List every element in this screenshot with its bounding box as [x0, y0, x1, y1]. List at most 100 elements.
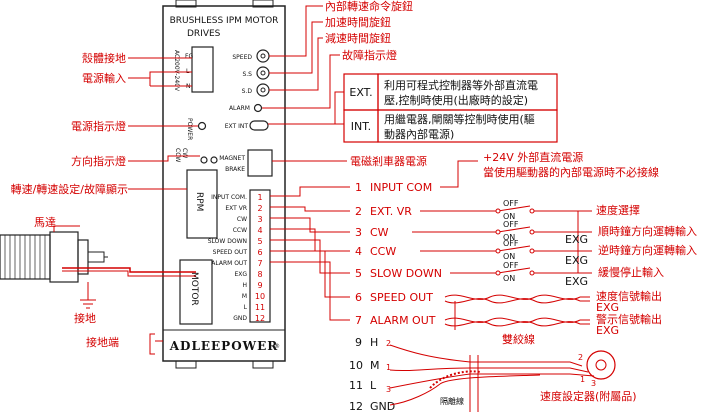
- callout-decel-knob: 減速時間旋鈕: [325, 31, 391, 45]
- exg-label: EXG: [565, 275, 588, 288]
- mode-boxes: [343, 73, 558, 143]
- motor-callout-line: [53, 225, 80, 232]
- io-terminal-numbers: 1 2 3 4 5 6 7 8 9 10 11 12: [255, 193, 265, 323]
- io-row-num: 2: [355, 205, 362, 218]
- speed-setter-label: 速度設定器(附屬品): [540, 389, 637, 403]
- alarm-led: [253, 103, 263, 113]
- ccw-label: CCW: [174, 148, 181, 162]
- terminal-number: 12: [255, 314, 265, 323]
- wire: [270, 239, 350, 274]
- switch-labels: OFF ON OFF ON OFF ON OFF ON: [503, 199, 519, 283]
- leader-line: [128, 155, 200, 162]
- wire: [270, 206, 350, 212]
- brand-logo: ADLEEPOWER: [169, 339, 279, 353]
- terminal-label: L: [244, 304, 248, 311]
- shield-wire-label: 隔離線: [440, 396, 464, 406]
- io-row-num: 6: [355, 291, 362, 304]
- speed-setter-pot: [586, 350, 616, 380]
- terminal-number: 1: [257, 193, 262, 202]
- io-wires: [270, 160, 478, 321]
- int-desc-line2: 動器內部電源): [384, 127, 454, 141]
- wire: [440, 160, 478, 188]
- fg-label: FG: [185, 53, 193, 60]
- terminal-number: 6: [257, 248, 262, 257]
- on-label: ON: [503, 274, 515, 283]
- wire-pin: 1: [386, 363, 391, 372]
- brake-connector: [247, 149, 273, 177]
- motor-cable-2: [62, 270, 196, 277]
- drive-unit: [162, 0, 286, 369]
- io-row-num: 12: [349, 400, 363, 412]
- shield-wire: [429, 370, 481, 389]
- io-row-num: 7: [355, 314, 362, 327]
- io-row-label: L: [370, 379, 377, 392]
- wire-pin-labels: 2 1 3: [386, 339, 391, 394]
- ccw-run-label: 逆時鐘方向運轉輸入: [598, 243, 697, 257]
- exg-label: EXG: [565, 254, 588, 267]
- off-label: OFF: [503, 239, 519, 248]
- wire: [270, 217, 350, 233]
- drive-title: BRUSHLESS IPM MOTOR: [170, 16, 279, 26]
- callout-chassis-ground: 殼體接地: [82, 52, 126, 65]
- on-label: ON: [503, 252, 515, 261]
- motor-connector: [179, 259, 213, 325]
- io-row-label: H: [370, 336, 378, 349]
- slow-stop-label: 緩慢停止輸入: [598, 265, 664, 279]
- terminal-number: 5: [257, 237, 262, 246]
- switch-contacts: [495, 208, 535, 276]
- io-row-num: 4: [355, 245, 362, 258]
- callout-internal-speed-knob: 內部轉速命令旋鈕: [325, 0, 413, 13]
- callout-fault-indicator: 故障指示燈: [342, 48, 397, 62]
- speed-knob[interactable]: [256, 49, 270, 63]
- io-row-label: SPEED OUT: [370, 291, 433, 304]
- ext-int-switch[interactable]: [249, 120, 269, 131]
- wire-pin: 2: [386, 339, 391, 348]
- terminal-number: 10: [255, 292, 265, 301]
- speed-setter-wires: [389, 344, 595, 412]
- rpm-display: [186, 169, 218, 239]
- terminal-number: 4: [257, 226, 262, 235]
- decel-knob[interactable]: [256, 83, 270, 97]
- io-row-num: 9: [355, 336, 362, 349]
- note-24v-line2: 當使用驅動器的內部電源時不必接線: [483, 165, 659, 179]
- io-row-label: M: [370, 359, 380, 372]
- motor-icon: [0, 231, 108, 283]
- mount-tab-bottom-right: [252, 360, 274, 369]
- ccw-led: [210, 156, 218, 164]
- ground-terminal-bracket: [149, 333, 155, 355]
- terminal-number: 7: [257, 259, 262, 268]
- accel-knob-center: [260, 70, 266, 76]
- alarm-signal-out-label: 警示信號輸出: [596, 312, 662, 326]
- terminal-label: EXG: [234, 271, 247, 278]
- motor-cable: [62, 267, 196, 273]
- off-label: OFF: [503, 261, 519, 270]
- drive-subtitle: DRIVES: [187, 29, 221, 39]
- on-label: ON: [503, 212, 515, 221]
- terminal-label: INPUT COM.: [211, 194, 247, 201]
- wire: [270, 261, 350, 321]
- int-desc-line1: 用繼電器,閘關等控制時使用(驅: [384, 112, 535, 126]
- io-row-num: 1: [355, 181, 362, 194]
- off-label: OFF: [503, 199, 519, 208]
- leader-line: [128, 71, 192, 79]
- alarm-label: ALARM: [229, 105, 250, 112]
- terminal-label: ALARM OUT: [211, 260, 247, 267]
- accel-knob[interactable]: [256, 66, 270, 80]
- io-row-num: 11: [349, 379, 363, 392]
- ext-desc-line2: 壓,控制時使用(出廠時的設定): [384, 93, 528, 107]
- alarm-exg-label: EXG: [596, 324, 619, 337]
- left-callout-lines: [128, 57, 200, 342]
- callout-rpm-display: 轉速/轉速設定/故障顯示: [11, 182, 128, 196]
- int-label: INT.: [351, 120, 371, 133]
- note-24v-line1: +24V 外部直流電源: [483, 150, 583, 164]
- ext-label: EXT.: [349, 86, 372, 99]
- terminal-number: 8: [257, 270, 262, 279]
- exg-label: EXG: [565, 233, 588, 246]
- terminal-label: M: [242, 293, 247, 300]
- speed-select-label: 速度選擇: [596, 203, 640, 217]
- brake-label: BRAKE: [225, 166, 245, 173]
- terminal-label: CW: [237, 216, 247, 223]
- on-label: ON: [503, 233, 515, 242]
- leader-line: [269, 5, 323, 57]
- wire-pin: 3: [386, 385, 391, 394]
